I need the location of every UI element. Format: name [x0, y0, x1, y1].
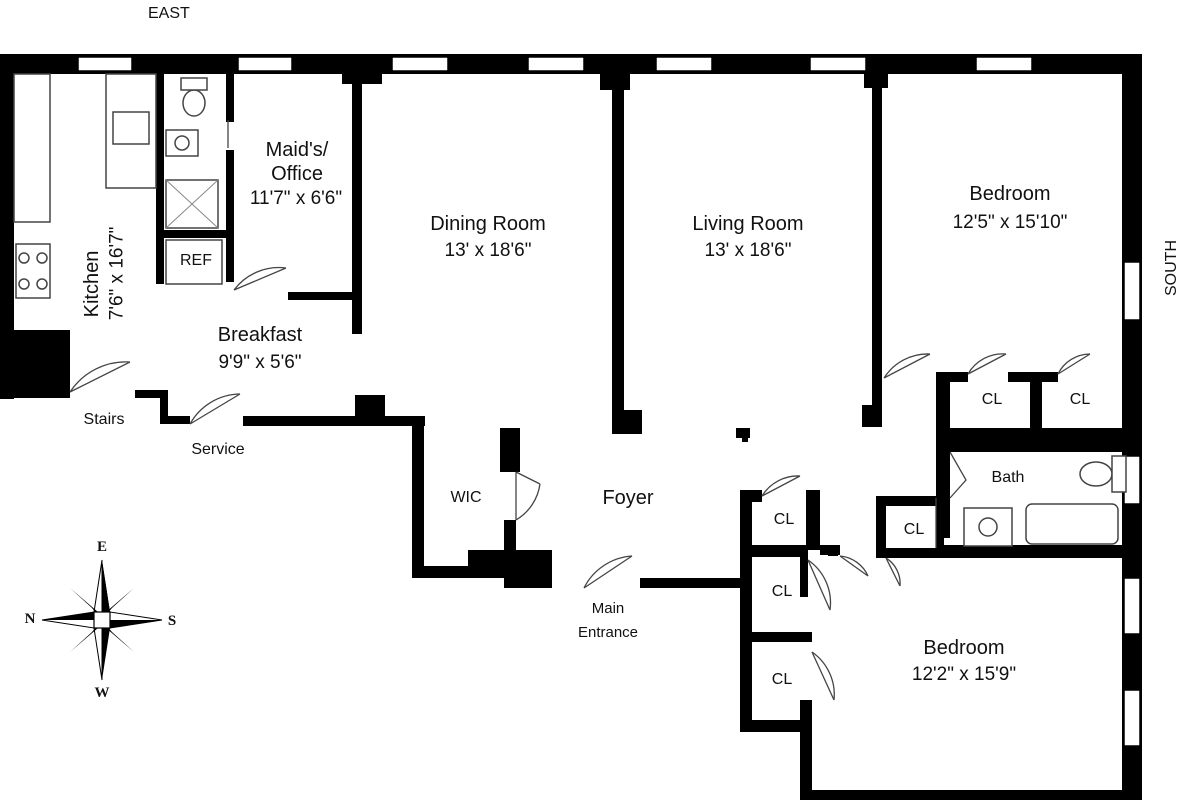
closet-label: CL: [771, 671, 793, 688]
windows: [77, 56, 1141, 747]
kitchen-dims: 7'6" x 16'7": [106, 226, 128, 321]
living-room-name: Living Room: [692, 213, 804, 235]
bath-name: Bath: [991, 469, 1025, 486]
stairs-label: Stairs: [83, 411, 125, 428]
dining-room-dims: 13' x 18'6": [444, 240, 532, 261]
interior-walls: [156, 74, 1126, 642]
closet-label: CL: [773, 511, 795, 528]
compass-west-letter: W: [94, 685, 110, 701]
breakfast-name: Breakfast: [217, 324, 303, 346]
compass-east-letter: E: [96, 539, 107, 555]
wic-name: WIC: [450, 489, 482, 506]
living-room-dims: 13' x 18'6": [704, 240, 792, 261]
closet-label: CL: [981, 391, 1003, 408]
closet-label: CL: [1069, 391, 1091, 408]
bedroom-1-dims: 12'5" x 15'10": [952, 212, 1068, 233]
maids-office-name-line2: Office: [271, 163, 323, 185]
main-entrance-label-line2: Entrance: [577, 624, 639, 641]
fixtures: [13, 73, 1127, 547]
service-label: Service: [191, 441, 245, 458]
maids-office-name-line1: Maid's/: [265, 139, 329, 161]
compass-south-letter: S: [167, 613, 177, 629]
bedroom-1-name: Bedroom: [969, 183, 1051, 205]
closet-label: CL: [903, 521, 925, 538]
ref-label: REF: [180, 252, 212, 269]
bedroom-2-dims: 12'2" x 15'9": [911, 664, 1017, 685]
compass-north-letter: N: [24, 611, 36, 627]
orientation-top-label: EAST: [148, 5, 190, 22]
exterior-walls: [0, 54, 1142, 800]
orientation-right-label: SOUTH: [1163, 240, 1180, 296]
main-entrance-label-line1: Main: [591, 600, 625, 617]
foyer-name: Foyer: [602, 487, 654, 509]
maids-office-dims: 11'7" x 6'6": [249, 188, 343, 209]
dining-room-name: Dining Room: [430, 213, 546, 235]
bedroom-2-name: Bedroom: [923, 637, 1005, 659]
compass-rose: [41, 559, 163, 681]
breakfast-dims: 9'9" x 5'6": [218, 352, 302, 373]
closet-label: CL: [771, 583, 793, 600]
kitchen-name: Kitchen: [81, 250, 103, 318]
doors: [69, 120, 1091, 701]
